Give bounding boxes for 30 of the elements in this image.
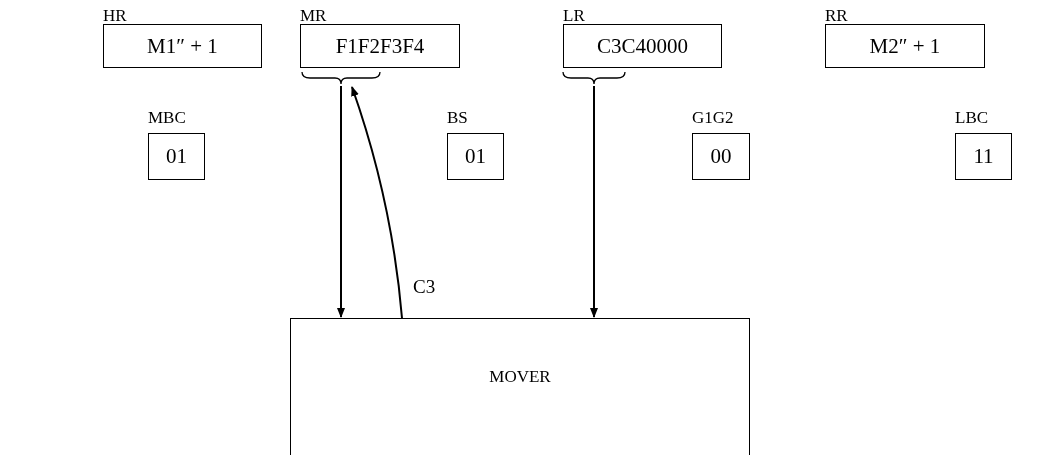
register-name: G1G2 xyxy=(692,108,734,128)
register-value: MOVER xyxy=(489,367,551,387)
register-value: 11 xyxy=(973,144,994,169)
register-box xyxy=(103,24,262,68)
register-name: RR xyxy=(825,6,848,26)
arrow xyxy=(351,86,403,319)
unit-box xyxy=(290,318,750,455)
register-value: 01 xyxy=(166,144,187,169)
flag-box xyxy=(692,133,750,180)
register-box xyxy=(825,24,985,68)
arrow xyxy=(590,85,598,318)
register-name: MBC xyxy=(148,108,186,128)
register-value: 01 xyxy=(465,144,486,169)
flag-box xyxy=(955,133,1012,180)
register-name: LR xyxy=(563,6,585,26)
register-value: M1″ + 1 xyxy=(147,33,218,59)
register-name: HR xyxy=(103,6,127,26)
register-value: M2″ + 1 xyxy=(869,33,941,59)
edge-label: C3 xyxy=(413,276,436,298)
register-name: MR xyxy=(300,6,327,26)
flag-box xyxy=(148,133,205,180)
register-name: BS xyxy=(447,108,468,128)
flag-box xyxy=(447,133,504,180)
register-value: F1F2F3F4 xyxy=(335,33,425,59)
register-box xyxy=(300,24,460,68)
register-box xyxy=(563,24,722,68)
register-name: LBC xyxy=(955,108,989,128)
register-value: C3C40000 xyxy=(597,33,688,59)
arrow xyxy=(337,85,345,318)
register-value: 00 xyxy=(710,144,732,169)
